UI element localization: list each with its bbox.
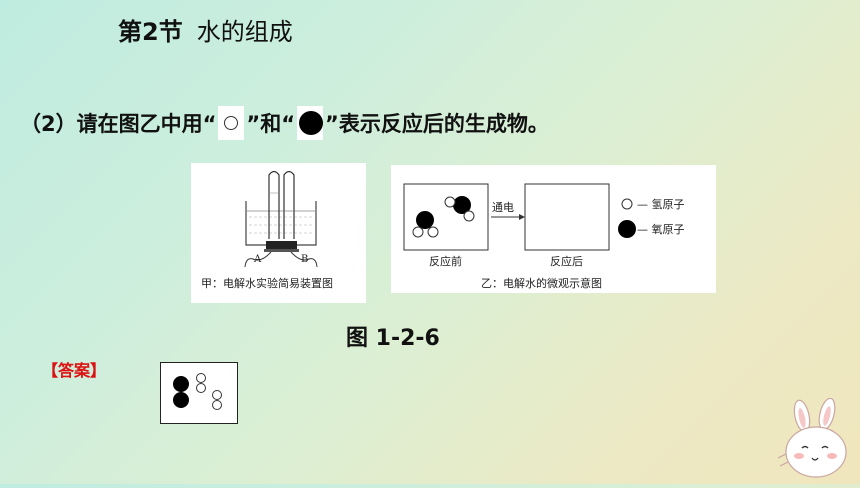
oxygen-atom: [453, 196, 471, 214]
figure-b-caption: 乙：电解水的微观示意图: [481, 277, 602, 290]
question-text: （2）请在图乙中用“ ”和“ ”表示反应后的生成物。: [20, 106, 549, 140]
legend-hydrogen-icon: [621, 198, 633, 210]
figure-microscopic-diagram: 通电 反应前 反应后 — 氢原子 — 氧原子 乙：电解水的微观示意图: [391, 165, 716, 293]
after-label: 反应后: [550, 254, 583, 268]
figure-electrolysis-apparatus: A B 甲：电解水实验简易装置图: [191, 163, 366, 303]
figure-label: 图 1-2-6: [346, 326, 440, 351]
section-topic: 水的组成: [196, 18, 293, 46]
question-part-3: ”表示反应后的生成物。: [325, 112, 549, 136]
hydrogen-atom: [412, 226, 424, 238]
before-label: 反应前: [429, 254, 462, 268]
legend-oxygen-label: — 氧原子: [637, 222, 685, 236]
answer-label: 【答案】: [42, 361, 107, 380]
electrode-a-label: A: [253, 254, 262, 265]
hydrogen-symbol-icon: [218, 106, 245, 140]
microscopic-drawing: 通电 反应前 反应后 — 氢原子 — 氧原子: [403, 183, 685, 268]
bunny-mascot-icon: [772, 397, 860, 488]
legend-oxygen-icon: [618, 220, 636, 238]
apparatus-drawing: A B: [244, 170, 318, 268]
electrode-b-label: B: [301, 254, 308, 265]
oxygen-atom: [173, 376, 189, 392]
hydrogen-atom: [427, 226, 439, 238]
legend-hydrogen-label: — 氢原子: [637, 197, 685, 211]
hydrogen-atom: [196, 373, 206, 383]
hydrogen-atom: [212, 390, 222, 400]
figure-a-caption: 甲：电解水实验简易装置图: [201, 277, 333, 290]
oxygen-symbol-icon: [297, 106, 324, 140]
arrow-label: 通电: [492, 201, 514, 214]
hydrogen-atom: [212, 400, 222, 410]
oxygen-atom: [416, 211, 434, 229]
answer-diagram: [160, 362, 238, 424]
question-part-1: （2）请在图乙中用“: [20, 112, 217, 136]
page-title: 第2节水的组成: [118, 12, 293, 47]
hydrogen-atom: [444, 196, 456, 208]
oxygen-atom: [173, 392, 189, 408]
hydrogen-atom: [463, 210, 475, 222]
section-number: 第2节: [118, 18, 183, 46]
question-part-2: ”和“: [246, 112, 296, 136]
hydrogen-atom: [196, 383, 206, 393]
